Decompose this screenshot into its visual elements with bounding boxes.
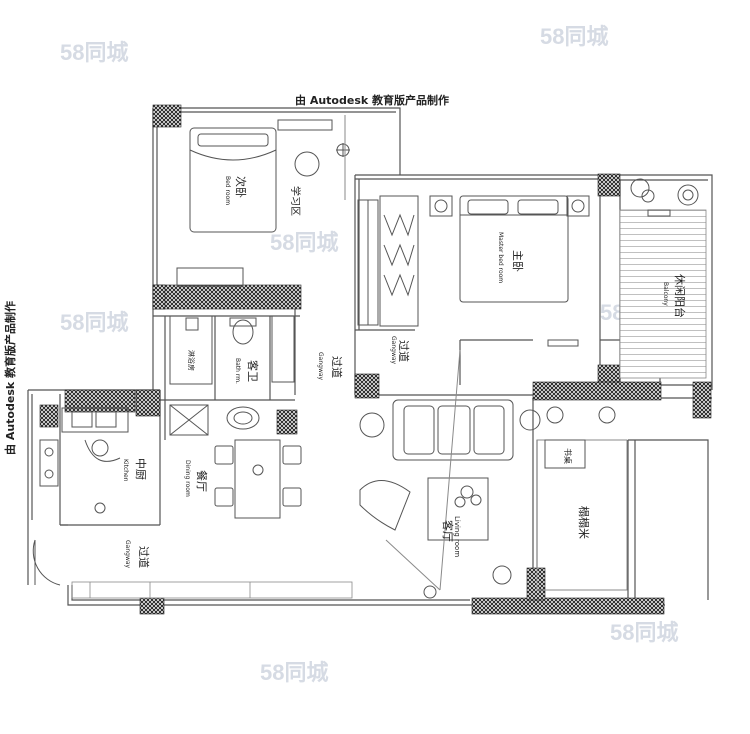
autodesk-note-top: 由 Autodesk 教育版产品制作: [295, 93, 449, 107]
label-living-en: Living room: [453, 516, 461, 557]
label-balcony-zh: 休闲阳台: [673, 274, 687, 318]
wall-outlines: [27, 107, 713, 606]
coffee-table: [427, 477, 489, 541]
label-tatami: 榻榻米: [577, 506, 591, 539]
label-corridor-bottom-zh: 过道: [137, 546, 151, 568]
autodesk-note-left: 由 Autodesk 教育版产品制作: [3, 301, 17, 455]
label-bathroom-en: Bath rm.: [234, 358, 241, 384]
master-bedroom: [357, 195, 590, 347]
label-corridor-right-zh: 过道: [397, 340, 411, 362]
dining-area: [214, 439, 302, 519]
label-study-zh: 学习区: [289, 186, 302, 216]
shower-head: [185, 317, 199, 331]
kitchen-area: [32, 407, 129, 586]
bed-master: [459, 195, 569, 303]
tatami-area: [536, 406, 628, 591]
dining-table: [234, 439, 281, 519]
label-balcony-en: Balcony: [662, 282, 669, 306]
cook-figure: [84, 439, 121, 462]
stove: [39, 439, 59, 487]
washer: [169, 404, 209, 436]
second-bedroom: [176, 115, 350, 287]
label-bathroom-zh: 客卫: [246, 360, 260, 382]
hanger-pattern: [383, 213, 415, 297]
plant-icon: [630, 178, 650, 198]
label-second-bedroom-zh: 次卧: [234, 176, 248, 198]
bottom-corridor: [71, 581, 353, 599]
structural-columns: [39, 104, 712, 615]
study-chair: [294, 151, 320, 177]
sink: [226, 406, 260, 430]
label-corridor-bottom-en: Gangway: [124, 540, 131, 569]
label-living-zh: 客厅: [441, 520, 455, 542]
living-area: [359, 349, 541, 599]
label-second-bedroom-en: Bed room: [224, 176, 231, 205]
label-dining-en: Dining room: [184, 460, 191, 497]
watermark-site-2: 58同城: [540, 24, 608, 49]
bed-second: [189, 127, 277, 233]
kitchen-sink: [61, 407, 129, 433]
label-kitchen-zh: 中厨: [134, 458, 147, 480]
side-plant: [359, 412, 385, 438]
toilet: [232, 319, 254, 345]
sofa: [392, 399, 514, 461]
bed-blanket-line: [189, 149, 277, 161]
armchair: [359, 480, 411, 531]
label-corridor-center-en: Gangway: [317, 352, 324, 381]
label-master-bedroom-en: Master bed room: [497, 232, 504, 283]
label-master-bedroom-zh: 主卧: [511, 250, 524, 272]
watermark-site-3: 58同城: [270, 230, 338, 255]
label-dining-zh: 餐厅: [195, 470, 209, 492]
balcony-area: [619, 178, 707, 379]
watermark-site-6: 58同城: [260, 660, 328, 685]
label-study-desk: 书桌: [563, 448, 573, 464]
watermark-site-1: 58同城: [60, 40, 128, 65]
label-corridor-right-en: Gangway: [390, 336, 397, 365]
bedroom-cabinet: [176, 267, 244, 287]
nightstand-right: [566, 195, 590, 217]
wardrobe: [379, 195, 419, 327]
bathroom-area: [169, 315, 295, 436]
nightstand-left: [429, 195, 453, 217]
label-kitchen-en: Kitchen: [122, 459, 129, 482]
watermark-site-7: 58同城: [610, 620, 678, 645]
label-shower: 淋浴房: [187, 350, 196, 371]
watermark-site-4: 58同城: [60, 310, 128, 335]
label-corridor-center-zh: 过道: [330, 356, 344, 378]
